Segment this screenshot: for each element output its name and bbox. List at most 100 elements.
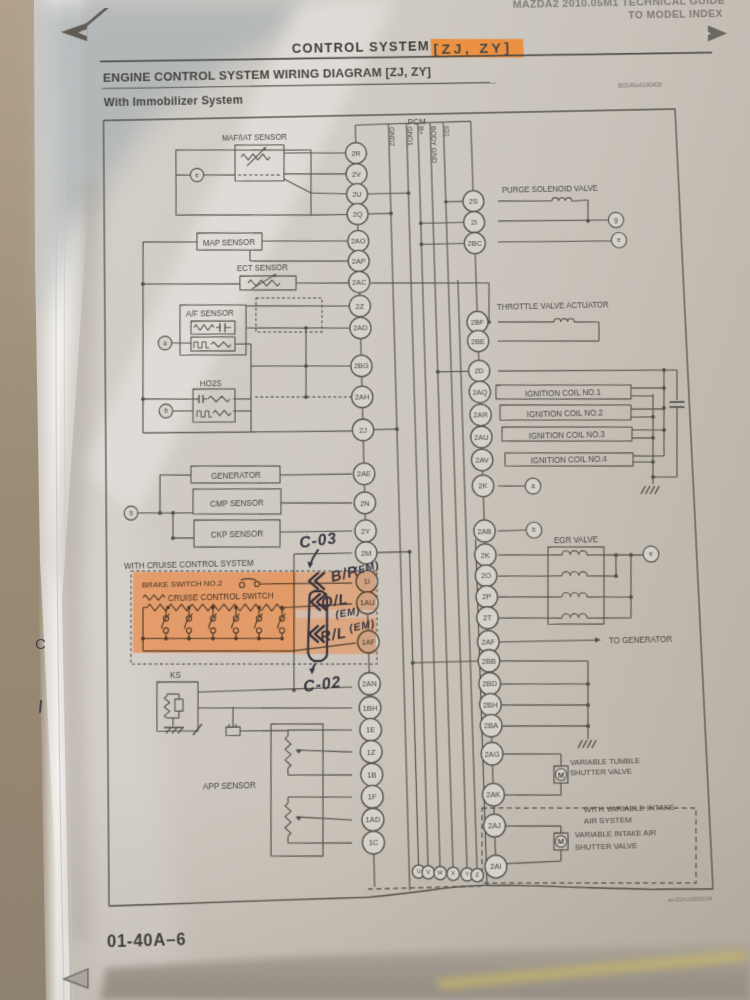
svg-text:2BA: 2BA [484, 722, 499, 731]
svg-text:2AK: 2AK [486, 791, 501, 800]
svg-text:ECT SENSOR: ECT SENSOR [237, 263, 289, 273]
svg-text:1AU: 1AU [360, 599, 375, 608]
svg-text:2AB: 2AB [477, 527, 492, 536]
svg-text:2P: 2P [482, 593, 492, 602]
svg-text:1I: 1I [364, 578, 370, 587]
svg-text:2O: 2O [481, 572, 492, 581]
svg-text:ENGINE CONTROL SYSTEM WIRING D: ENGINE CONTROL SYSTEM WIRING DIAGRAM [ZJ… [103, 65, 431, 85]
svg-text:TO MODEL INDEX: TO MODEL INDEX [628, 9, 723, 22]
svg-text:IGNITION COIL NO.2: IGNITION COIL NO.2 [527, 408, 603, 419]
svg-text:2S: 2S [469, 198, 478, 206]
svg-text:IG1: IG1 [442, 126, 449, 138]
svg-text:2BB: 2BB [482, 657, 497, 666]
svg-text:VARIABLE INTAKE AIR: VARIABLE INTAKE AIR [575, 828, 657, 840]
svg-text:WITH VARIABLE INTAKE: WITH VARIABLE INTAKE [584, 802, 675, 814]
svg-text:VARIABLE TUMBLE: VARIABLE TUMBLE [570, 755, 641, 767]
svg-text:2V: 2V [352, 170, 361, 178]
svg-text:(EM): (EM) [348, 618, 376, 635]
svg-text:M: M [558, 838, 565, 847]
svg-text:9: 9 [129, 511, 133, 517]
svg-text:e: e [649, 551, 653, 559]
svg-text:Y: Y [465, 872, 469, 879]
svg-text:1E: 1E [366, 726, 376, 735]
svg-text:U: U [417, 869, 421, 876]
svg-text:THROTTLE VALVE ACTUATOR: THROTTLE VALVE ACTUATOR [497, 300, 610, 312]
svg-text:1AD: 1AD [365, 816, 380, 825]
svg-text:MAF/IAT SENSOR: MAF/IAT SENSOR [222, 133, 288, 143]
svg-text:GND2: GND2 [387, 127, 395, 147]
svg-text:B+: B+ [417, 126, 424, 135]
svg-text:2I: 2I [471, 219, 477, 227]
svg-text:1BH: 1BH [363, 704, 378, 713]
svg-text:2K: 2K [481, 551, 491, 560]
svg-text:V: V [426, 870, 430, 877]
svg-text:2AU: 2AU [474, 433, 489, 442]
svg-text:WITH CRUISE CONTROL SYSTEM: WITH CRUISE CONTROL SYSTEM [124, 558, 254, 571]
svg-text:2K: 2K [478, 482, 488, 491]
svg-text:M: M [558, 771, 565, 780]
svg-text:2AC: 2AC [352, 278, 366, 287]
svg-text:With Immobilizer System: With Immobilizer System [104, 94, 243, 109]
svg-text:2AO: 2AO [351, 237, 366, 245]
svg-text:2BC: 2BC [468, 239, 482, 247]
svg-text:a: a [163, 341, 167, 347]
svg-text:2M: 2M [361, 549, 372, 558]
svg-text:e: e [195, 173, 199, 179]
svg-text:2AR: 2AR [473, 411, 488, 420]
svg-text:C-03: C-03 [298, 529, 338, 552]
svg-text:2BH: 2BH [483, 701, 498, 710]
svg-text:g: g [614, 217, 618, 224]
svg-text:B/P: B/P [329, 562, 360, 585]
svg-text:PCM: PCM [408, 117, 427, 126]
svg-text:2Q: 2Q [353, 210, 363, 218]
svg-text:b: b [164, 409, 168, 415]
svg-text:C: C [35, 636, 46, 653]
svg-text:1C: 1C [369, 839, 379, 848]
svg-text:EGR VALVE: EGR VALVE [554, 534, 598, 545]
svg-text:HO2S: HO2S [200, 379, 222, 389]
svg-text:APP SENSOR: APP SENSOR [203, 781, 257, 792]
svg-text:2J: 2J [359, 426, 367, 435]
svg-text:1Z: 1Z [367, 748, 377, 757]
svg-text:AIR SYSTEM: AIR SYSTEM [584, 815, 632, 826]
svg-text:Z: Z [475, 873, 479, 880]
svg-text:BODY GND: BODY GND [429, 126, 437, 163]
svg-text:2AH: 2AH [355, 393, 369, 402]
svg-text:2AD: 2AD [353, 324, 367, 333]
svg-text:2BD: 2BD [482, 680, 497, 689]
svg-text:2Y: 2Y [361, 527, 371, 536]
svg-text:01-40A–6: 01-40A–6 [107, 930, 187, 951]
svg-text:2AE: 2AE [357, 470, 371, 479]
svg-text:a: a [531, 483, 535, 490]
svg-text:CONTROL SYSTEM: CONTROL SYSTEM [292, 39, 430, 57]
svg-text:2AF: 2AF [481, 638, 496, 647]
svg-text:2AG: 2AG [484, 750, 499, 759]
svg-text:2N: 2N [360, 499, 370, 508]
svg-text:A/F SENSOR: A/F SENSOR [186, 309, 234, 319]
svg-text:W: W [438, 871, 444, 878]
svg-text:2U: 2U [352, 190, 361, 198]
svg-text:2BF: 2BF [471, 318, 485, 327]
svg-text:SHUTTER VALVE: SHUTTER VALVE [570, 767, 633, 779]
svg-text:2T: 2T [483, 614, 493, 623]
svg-text:SHUTTER VALVE: SHUTTER VALVE [575, 840, 638, 852]
svg-text:1AF: 1AF [361, 638, 376, 647]
svg-text:2AJ: 2AJ [488, 822, 502, 831]
svg-text:X: X [451, 871, 455, 878]
svg-text:C-02: C-02 [302, 673, 342, 696]
svg-text:TO GENERATOR: TO GENERATOR [609, 635, 673, 646]
svg-text:IGNITION COIL NO.3: IGNITION COIL NO.3 [529, 430, 605, 441]
svg-text:2AP: 2AP [352, 257, 366, 266]
svg-text:b: b [532, 527, 536, 535]
svg-text:IGNITION COIL NO.4: IGNITION COIL NO.4 [531, 455, 608, 466]
svg-text:CMP SENSOR: CMP SENSOR [210, 498, 264, 509]
svg-text:PURGE SOLENOID VALVE: PURGE SOLENOID VALVE [502, 184, 598, 195]
svg-text:2AI: 2AI [490, 863, 502, 872]
svg-text:MAZDA2 2010.05M1 TECHNICAL GUI: MAZDA2 2010.05M1 TECHNICAL GUIDE [512, 0, 725, 11]
svg-text:2BE: 2BE [471, 337, 485, 346]
svg-text:2R: 2R [351, 150, 360, 158]
svg-text:2AN: 2AN [362, 680, 377, 689]
svg-text:[ZJ, ZY]: [ZJ, ZY] [433, 41, 513, 58]
svg-text:CKP SENSOR: CKP SENSOR [211, 529, 264, 540]
svg-text:1B: 1B [367, 771, 377, 780]
